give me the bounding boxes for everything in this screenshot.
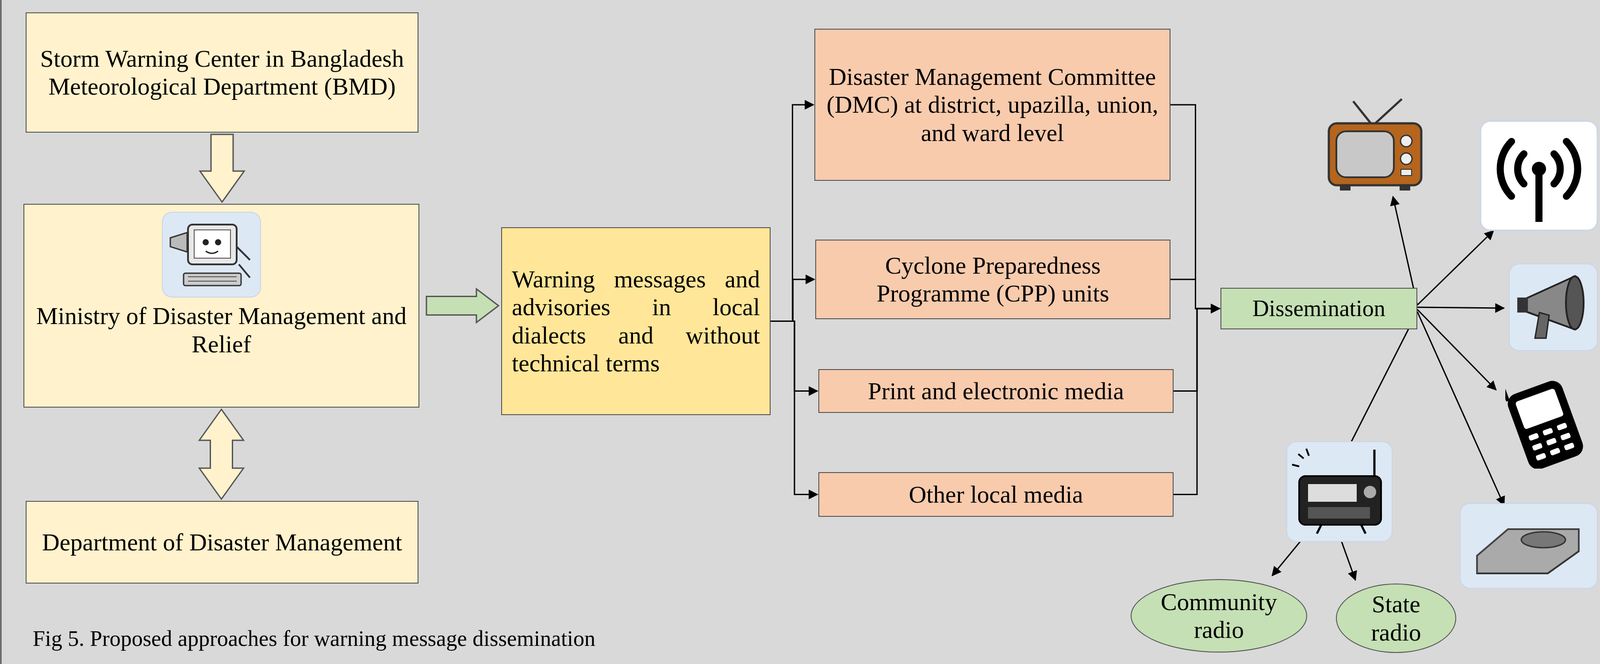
leader-line (1417, 309, 1497, 391)
radio-icon (1285, 441, 1393, 543)
flow-connector (1173, 308, 1220, 495)
leader-line (1417, 311, 1505, 506)
computer-icon (161, 211, 262, 299)
leader-line (1417, 230, 1494, 306)
phone-icon (1505, 367, 1588, 469)
committee-box: Disaster Management Committee (DMC) at d… (814, 28, 1171, 181)
source-box: Storm Warning Center in Bangladesh Meteo… (25, 12, 419, 133)
node-text: Community radio (1153, 588, 1285, 645)
message-box: Warning messages and advisories in local… (501, 227, 771, 416)
block-arrow (199, 409, 244, 500)
leader-line (1417, 307, 1505, 309)
radio-ellipse: State radio (1335, 583, 1457, 654)
speaker-icon (1459, 502, 1599, 590)
node-text: Disaster Management Committee (DMC) at d… (825, 62, 1159, 147)
media-box: Other local media (818, 472, 1174, 518)
megaphone-icon (1508, 263, 1599, 352)
flow-connector (770, 321, 818, 495)
node-text: Warning messages and advisories in local… (511, 265, 760, 378)
flow-connector (770, 279, 815, 322)
media-box: Print and electronic media (818, 369, 1174, 414)
node-text: Storm Warning Center in Bangladesh Meteo… (37, 44, 407, 101)
block-arrow (426, 289, 499, 323)
node-text: Department of Disaster Management (42, 528, 403, 557)
flow-connector (1170, 104, 1220, 309)
node-text: Other local media (909, 480, 1084, 509)
flow-connector (770, 104, 814, 322)
dissemination-box: Dissemination (1220, 287, 1418, 330)
block-arrow (199, 134, 245, 203)
antenna-icon (1479, 120, 1599, 232)
frame-line (0, 0, 2, 664)
node-text: Print and electronic media (867, 377, 1125, 406)
node-text: Ministry of Disaster Management and Reli… (34, 302, 408, 359)
flow-connector (1170, 279, 1220, 309)
radio-ellipse: Community radio (1130, 579, 1308, 653)
department-box: Department of Disaster Management (25, 501, 419, 584)
programme-box: Cyclone Preparedness Programme (CPP) uni… (815, 239, 1171, 320)
node-text: Dissemination (1252, 295, 1386, 323)
figure-caption: Fig 5. Proposed approaches for warning m… (32, 625, 596, 652)
node-text: State radio (1354, 590, 1438, 647)
television-icon (1326, 96, 1424, 192)
node-text: Cyclone Preparedness Programme (CPP) uni… (826, 251, 1159, 308)
